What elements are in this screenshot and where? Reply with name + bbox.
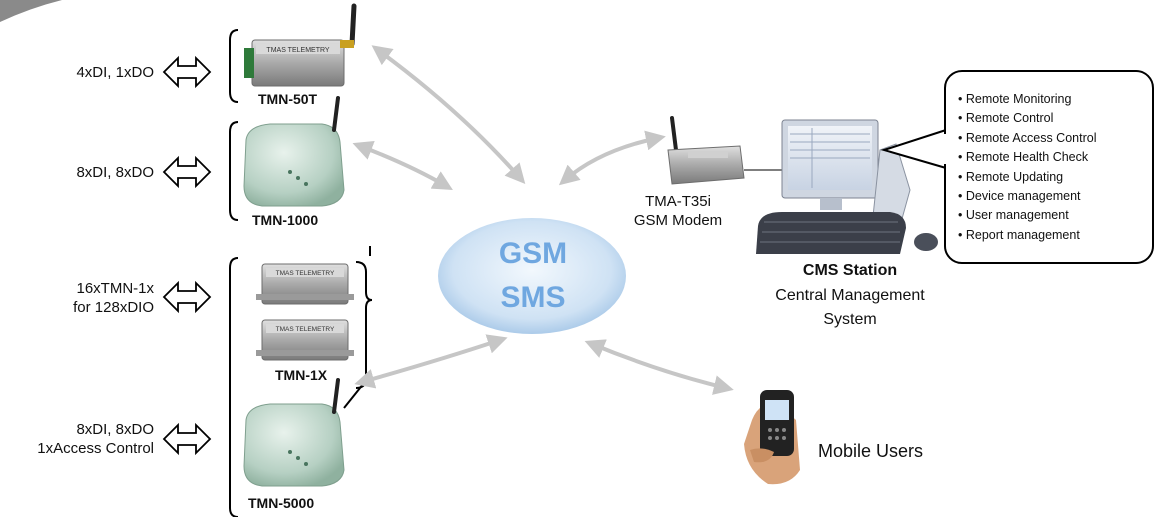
io-label-tmn1x-line2: for 128xDIO — [73, 299, 154, 316]
link-tmn1000 — [352, 140, 453, 191]
cms-title: CMS Station — [802, 262, 898, 279]
link-modem — [558, 130, 666, 186]
io-label-tmn1000: 8xDI, 8xDO — [76, 164, 154, 181]
bubble-pointer-join — [944, 134, 948, 164]
tmn1x-module-bottom: TMAS TELEMETRY — [256, 319, 354, 361]
io-label-tmn1x-line1: 16xTMN-1x — [76, 280, 154, 297]
sms-text: SMS — [500, 281, 566, 314]
device-label-tmn5000: TMN-5000 — [248, 495, 315, 511]
tmn1000-device — [243, 96, 345, 207]
features-list: Remote Monitoring Remote Control Remote … — [946, 72, 1152, 245]
link-mobile — [584, 339, 734, 395]
gsm-cloud — [438, 218, 626, 334]
device-label-tmn1x: TMN-1X — [275, 367, 328, 383]
feature-item: Remote Control — [958, 109, 1152, 128]
tmn5000-device — [243, 378, 345, 487]
io-arrow-2 — [162, 155, 212, 189]
cms-subtitle: Central Management System — [760, 284, 940, 332]
feature-item: Device management — [958, 187, 1152, 206]
device-label-tmn1000: TMN-1000 — [252, 212, 319, 228]
io-label-tmn5000-line1: 8xDI, 8xDO — [76, 421, 154, 438]
modem-model: TMA-T35i — [645, 193, 711, 210]
feature-item: Remote Access Control — [958, 129, 1152, 148]
bracket-tmn1000 — [229, 121, 239, 221]
feature-item: Report management — [958, 226, 1152, 245]
bracket-lower — [229, 257, 239, 517]
feature-item: Remote Updating — [958, 168, 1152, 187]
tmn1x-brand-bottom: TMAS TELEMETRY — [276, 326, 335, 333]
io-label-tmn1x: 16xTMN-1x for 128xDIO — [73, 279, 154, 317]
io-label-tmn5000-line2: 1xAccess Control — [37, 440, 154, 457]
io-arrow-4 — [162, 422, 212, 456]
feature-item: Remote Health Check — [958, 148, 1152, 167]
feature-item: User management — [958, 206, 1152, 225]
bubble-pointer — [880, 129, 947, 169]
gsm-sms-label: GSM SMS — [440, 218, 626, 336]
features-bubble: Remote Monitoring Remote Control Remote … — [944, 70, 1154, 264]
bracket-tmn50t — [229, 29, 239, 103]
io-arrow-3 — [162, 280, 212, 314]
link-tmn50t — [371, 45, 526, 184]
tmn50t-brand: TMAS TELEMETRY — [266, 47, 329, 54]
cms-subtitle-line2: System — [823, 311, 877, 328]
feature-item: Remote Monitoring — [958, 90, 1152, 109]
gsm-text: GSM — [498, 237, 568, 270]
tmn50t-device: TMAS TELEMETRY — [244, 3, 357, 87]
cms-computer — [756, 119, 938, 254]
cms-subtitle-line1: Central Management — [775, 287, 925, 304]
modem-label: TMA-T35i GSM Modem — [608, 192, 748, 230]
io-label-tmn50t: 4xDI, 1xDO — [76, 64, 154, 81]
modem-type: GSM Modem — [633, 212, 723, 229]
tmn1x-brand-top: TMAS TELEMETRY — [276, 270, 335, 277]
corner-swoosh — [0, 0, 62, 22]
io-label-tmn5000: 8xDI, 8xDO 1xAccess Control — [37, 420, 154, 458]
link-tmn1x — [354, 334, 508, 389]
device-label-tmn50t: TMN-50T — [258, 91, 318, 107]
mobile-phone — [744, 390, 800, 485]
mobile-users-label: Mobile Users — [818, 441, 924, 461]
gsm-modem-device — [667, 116, 786, 185]
io-arrow-1 — [162, 55, 212, 89]
brace-tmn1x — [355, 261, 373, 389]
tmn1x-module-top: TMAS TELEMETRY — [256, 263, 354, 305]
